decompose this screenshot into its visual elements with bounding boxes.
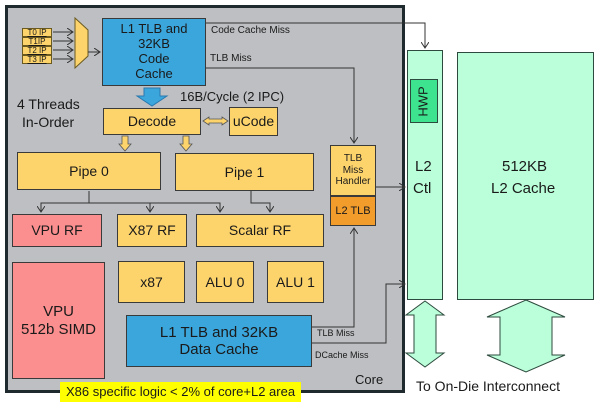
thread-ip-3: T3 IP (22, 55, 52, 64)
threads-label-line2: In-Order (22, 114, 75, 130)
code-cache-miss-label: Code Cache Miss (211, 25, 290, 36)
data-cache-line2: Data Cache (179, 341, 259, 358)
l2-cache-line1: 512KB (502, 158, 548, 175)
code-cache-line1: L1 TLB and (120, 21, 188, 37)
vpu-line1: VPU (43, 303, 74, 321)
scalar-rf-block: Scalar RF (196, 214, 324, 247)
decode-block: Decode (103, 108, 201, 135)
thread-ip-1: T1IP (22, 37, 52, 46)
dcache-miss-label: DCache Miss (315, 350, 369, 360)
alu1-block: ALU 1 (267, 261, 324, 303)
l2-ctl-line2: Ctl (413, 180, 432, 197)
l2ctl-interconnect-arrow (404, 300, 446, 368)
thread-ip-0: T0 IP (22, 28, 52, 37)
fetch-rate-label: 16B/Cycle (2 IPC) (180, 89, 285, 104)
x87-rf-block: X87 RF (117, 214, 187, 247)
x86-logic-note: X86 specific logic < 2% of core+L2 area (60, 382, 302, 402)
core-label: Core (355, 372, 384, 387)
tlb-miss-bottom-label: TLB Miss (317, 328, 355, 338)
thread-ip-2: T2 IP (22, 46, 52, 55)
l2cache-interconnect-arrow (486, 299, 566, 373)
tlb-handler-line2: Miss (342, 164, 364, 176)
hwp-label: HWP (415, 85, 431, 117)
l2-cache-line2: L2 Cache (491, 180, 556, 197)
tlb-miss-top-label: TLB Miss (210, 53, 252, 64)
hwp-block: HWP (410, 79, 438, 123)
tlb-miss-handler-block: TLB Miss Handler (330, 145, 376, 196)
l2-ctl-line1: L2 (415, 158, 432, 175)
code-cache-line4: Cache (135, 65, 173, 81)
code-cache-block: L1 TLB and 32KB Code Cache (102, 18, 206, 86)
code-cache-line2: 32KB (138, 36, 170, 52)
tlb-handler-line1: TLB (343, 153, 363, 165)
x87-block: x87 (118, 261, 185, 303)
interconnect-label: To On-Die Interconnect (416, 378, 560, 394)
code-cache-line3: Code (138, 51, 170, 66)
alu0-block: ALU 0 (196, 261, 254, 303)
data-cache-line1: L1 TLB and 32KB (159, 323, 279, 341)
l2-tlb-block: L2 TLB (330, 196, 376, 226)
data-cache-block: L1 TLB and 32KB Data Cache (126, 315, 312, 367)
pipe1-block: Pipe 1 (175, 153, 314, 191)
vpu-line2: 512b SIMD (20, 320, 97, 338)
vpu-block: VPU 512b SIMD (12, 262, 105, 379)
vpu-rf-block: VPU RF (12, 214, 102, 247)
ucode-block: uCode (229, 107, 278, 136)
pipe0-block: Pipe 0 (17, 152, 161, 190)
tlb-handler-line3: Handler (335, 176, 371, 188)
threads-label-line1: 4 Threads (17, 96, 80, 112)
l2-cache-block (457, 52, 594, 300)
